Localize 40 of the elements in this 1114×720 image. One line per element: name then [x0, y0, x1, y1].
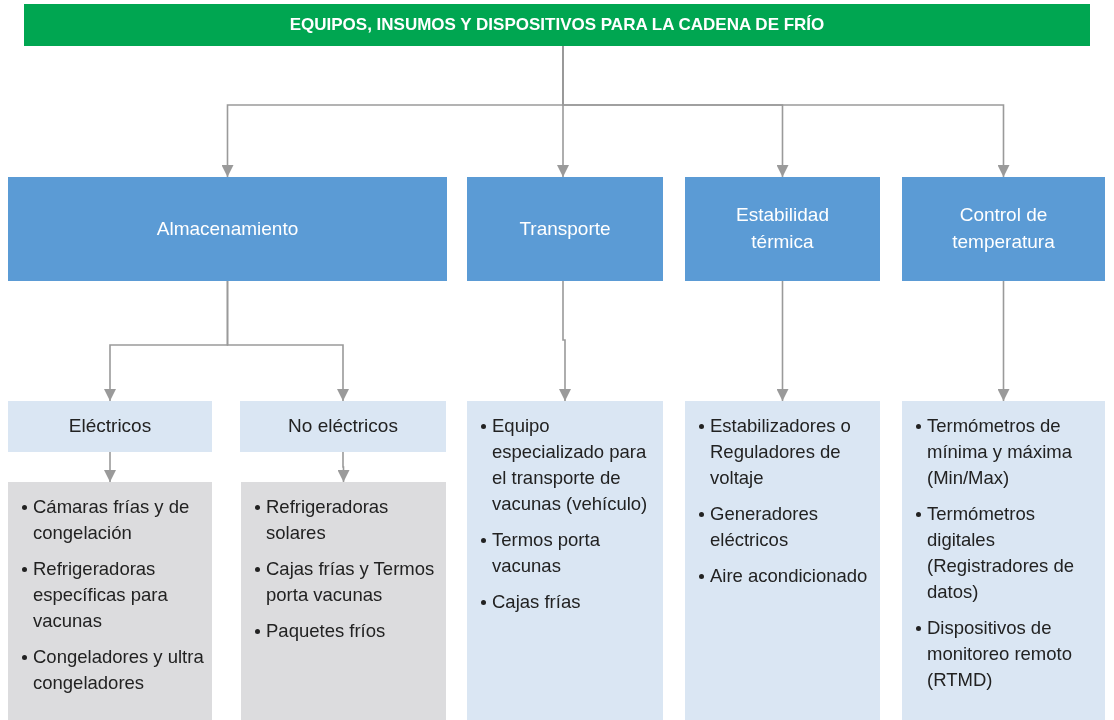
- arrow: [226, 280, 349, 402]
- list-item-text: Cámaras frías y de congelación: [33, 495, 191, 545]
- list-item-text: Refrigeradoras solares: [266, 495, 390, 545]
- arrow: [337, 451, 350, 483]
- item-list-panel: [241, 482, 446, 720]
- list-item-text: Equipo especializado para el transporte de vacunas (vehículo): [492, 414, 649, 516]
- arrow: [776, 280, 789, 402]
- category-box: [8, 177, 447, 281]
- title: EQUIPOS, INSUMOS Y DISPOSITIVOS PARA LA CADENA DE FRÍO: [289, 14, 825, 37]
- list-item-text: Estabilizadores o Reguladores de voltaje: [710, 414, 852, 490]
- list-item-text: Congeladores y ultra congeladores: [33, 645, 205, 695]
- subcategory-box: [8, 401, 212, 452]
- item-list-panel: [685, 401, 880, 720]
- category-label: Control de temperatura: [951, 203, 1056, 254]
- subcategory-box: [240, 401, 446, 452]
- category-label: Eléctricos: [68, 414, 152, 439]
- list-item-text: Termos porta vacunas: [492, 528, 601, 578]
- arrow: [559, 280, 571, 402]
- item-list-panel: [8, 482, 212, 720]
- list-item-text: Generadores eléctricos: [710, 502, 819, 552]
- list-item-text: Cajas frías y Termos porta vacunas: [266, 557, 436, 607]
- category-box: [685, 177, 880, 281]
- list-item-text: Paquetes fríos: [266, 619, 386, 643]
- list-item-text: Cajas frías: [492, 590, 581, 614]
- category-label: No eléctricos: [288, 414, 398, 439]
- category-label: Transporte: [519, 216, 611, 241]
- category-box: [467, 177, 663, 281]
- category-box: [902, 177, 1105, 281]
- category-label: Almacenamiento: [156, 216, 299, 241]
- list-item-text: Aire acondicionado: [710, 564, 868, 588]
- arrow: [104, 451, 116, 483]
- item-list-panel: [467, 401, 663, 720]
- arrow: [997, 280, 1010, 402]
- list-item-text: Termómetros digitales (Registradores de datos): [927, 502, 1076, 604]
- item-list-panel: [902, 401, 1105, 720]
- category-label: Estabilidad térmica: [735, 203, 830, 254]
- list-item-text: Refrigeradoras específicas para vacunas: [33, 557, 169, 633]
- list-item-text: Dispositivos de monitoreo remoto (RTMD): [927, 616, 1073, 692]
- list-item-text: Termómetros de mínima y máxima (Min/Max): [927, 414, 1073, 490]
- title-bar: [24, 4, 1090, 46]
